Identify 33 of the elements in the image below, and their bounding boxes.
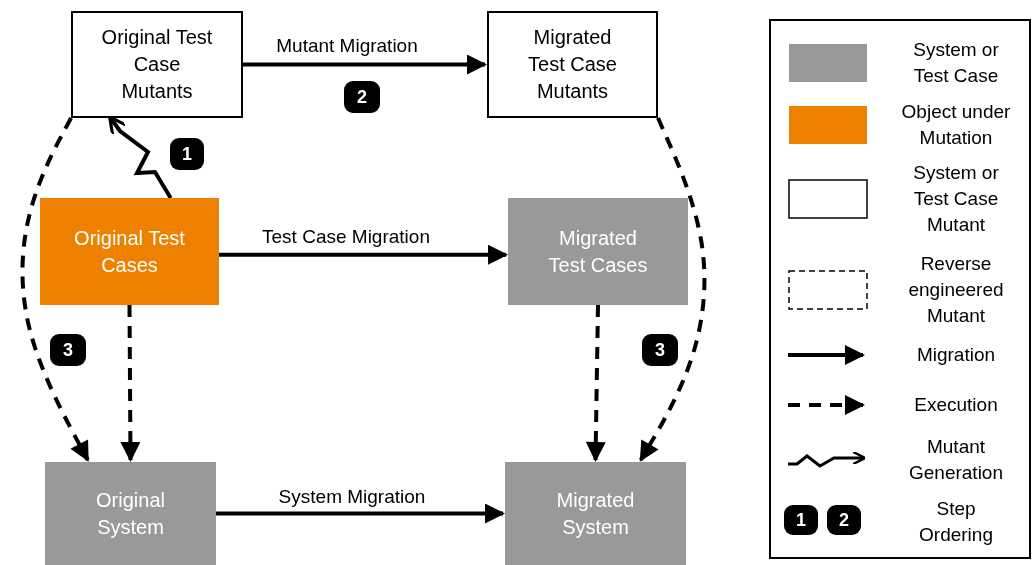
process-box (508, 198, 688, 305)
legend-label: Execution (913, 393, 999, 417)
legend-label: Mutant Generation (908, 435, 1004, 485)
step-number: 3 (50, 334, 86, 366)
process-box (487, 11, 658, 118)
step-number: 2 (827, 505, 861, 535)
legend-label: Reverse engineered Mutant (907, 252, 1005, 328)
process-box (45, 462, 216, 565)
arrow (20, 117, 90, 462)
legend-label: System or Test Case (912, 38, 1000, 88)
box-label: Migrated System (555, 487, 636, 540)
process-box (505, 462, 686, 565)
box-label: Migrated Test Cases (547, 225, 649, 278)
step-number: 1 (784, 505, 818, 535)
legend-label: Object under Mutation (900, 100, 1012, 150)
step-number: 2 (344, 81, 380, 113)
arrow (219, 244, 508, 265)
arrow (243, 54, 487, 75)
step-number: 3 (642, 334, 678, 366)
box-label: Original System (95, 487, 166, 540)
arrow (216, 503, 505, 524)
step-number: 1 (170, 138, 204, 170)
box-label: Original Test Case Mutants (101, 25, 213, 104)
box-label: Original Test Cases (73, 225, 186, 278)
legend-label: Step Ordering (918, 497, 994, 547)
process-box (71, 11, 243, 118)
arrow (120, 305, 141, 462)
box-label: Migrated Test Case Mutants (527, 25, 618, 104)
process-box (40, 198, 219, 305)
legend-label: System or Test Case Mutant (912, 161, 1000, 237)
legend-label: Migration (915, 343, 997, 367)
arrow (585, 304, 606, 462)
arrow (639, 117, 707, 462)
